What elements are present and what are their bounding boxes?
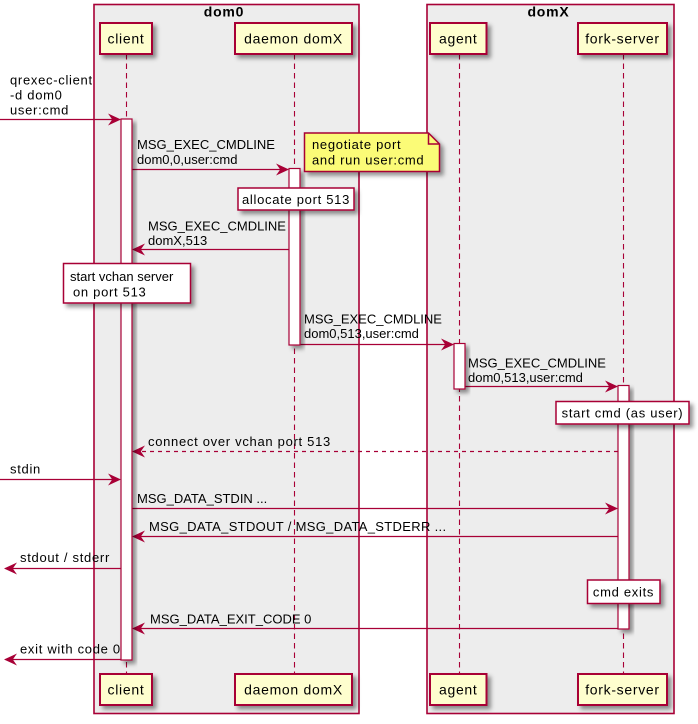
svg-text:dom0,0,user:cmd: dom0,0,user:cmd: [137, 152, 237, 167]
svg-text:domX: domX: [527, 4, 569, 20]
svg-text:negotiate port: negotiate port: [312, 137, 401, 152]
svg-text:start cmd (as user): start cmd (as user): [562, 406, 684, 421]
svg-text:dom0: dom0: [204, 4, 245, 20]
svg-text:MSG_EXEC_CMDLINE: MSG_EXEC_CMDLINE: [137, 137, 275, 152]
svg-text:exit with code 0: exit with code 0: [20, 642, 121, 657]
svg-text:daemon domX: daemon domX: [244, 682, 343, 698]
svg-text:client: client: [108, 31, 145, 47]
svg-text:on port 513: on port 513: [73, 285, 146, 300]
svg-text:dom0,513,user:cmd: dom0,513,user:cmd: [468, 370, 583, 385]
svg-text:cmd exits: cmd exits: [593, 585, 654, 600]
svg-text:MSG_EXEC_CMDLINE: MSG_EXEC_CMDLINE: [304, 312, 442, 327]
svg-text:fork-server: fork-server: [585, 682, 660, 698]
svg-text:dom0,513,user:cmd: dom0,513,user:cmd: [304, 326, 419, 341]
svg-text:user:cmd: user:cmd: [10, 103, 69, 118]
svg-text:MSG_EXEC_CMDLINE: MSG_EXEC_CMDLINE: [468, 356, 606, 371]
svg-text:MSG_DATA_EXIT_CODE 0: MSG_DATA_EXIT_CODE 0: [150, 612, 311, 627]
svg-text:domX,513: domX,513: [148, 233, 207, 248]
svg-text:stdin: stdin: [10, 462, 41, 477]
svg-text:MSG_DATA_STDIN ...: MSG_DATA_STDIN ...: [137, 491, 267, 506]
svg-text:-d dom0: -d dom0: [10, 88, 63, 103]
svg-text:qrexec-client: qrexec-client: [10, 73, 93, 88]
svg-text:fork-server: fork-server: [585, 31, 660, 47]
svg-text:client: client: [108, 682, 145, 698]
svg-text:MSG_DATA_STDOUT / MSG_DATA_STD: MSG_DATA_STDOUT / MSG_DATA_STDERR ...: [149, 519, 446, 534]
svg-text:start vchan server: start vchan server: [70, 269, 174, 284]
svg-text:agent: agent: [439, 682, 478, 698]
svg-text:connect over vchan port 513: connect over vchan port 513: [148, 434, 331, 449]
svg-text:agent: agent: [439, 31, 478, 47]
svg-text:MSG_EXEC_CMDLINE: MSG_EXEC_CMDLINE: [148, 219, 286, 234]
svg-text:daemon domX: daemon domX: [244, 31, 343, 47]
svg-text:stdout / stderr: stdout / stderr: [20, 550, 110, 565]
svg-text:allocate port 513: allocate port 513: [242, 192, 350, 207]
svg-text:and run user:cmd: and run user:cmd: [312, 153, 424, 168]
